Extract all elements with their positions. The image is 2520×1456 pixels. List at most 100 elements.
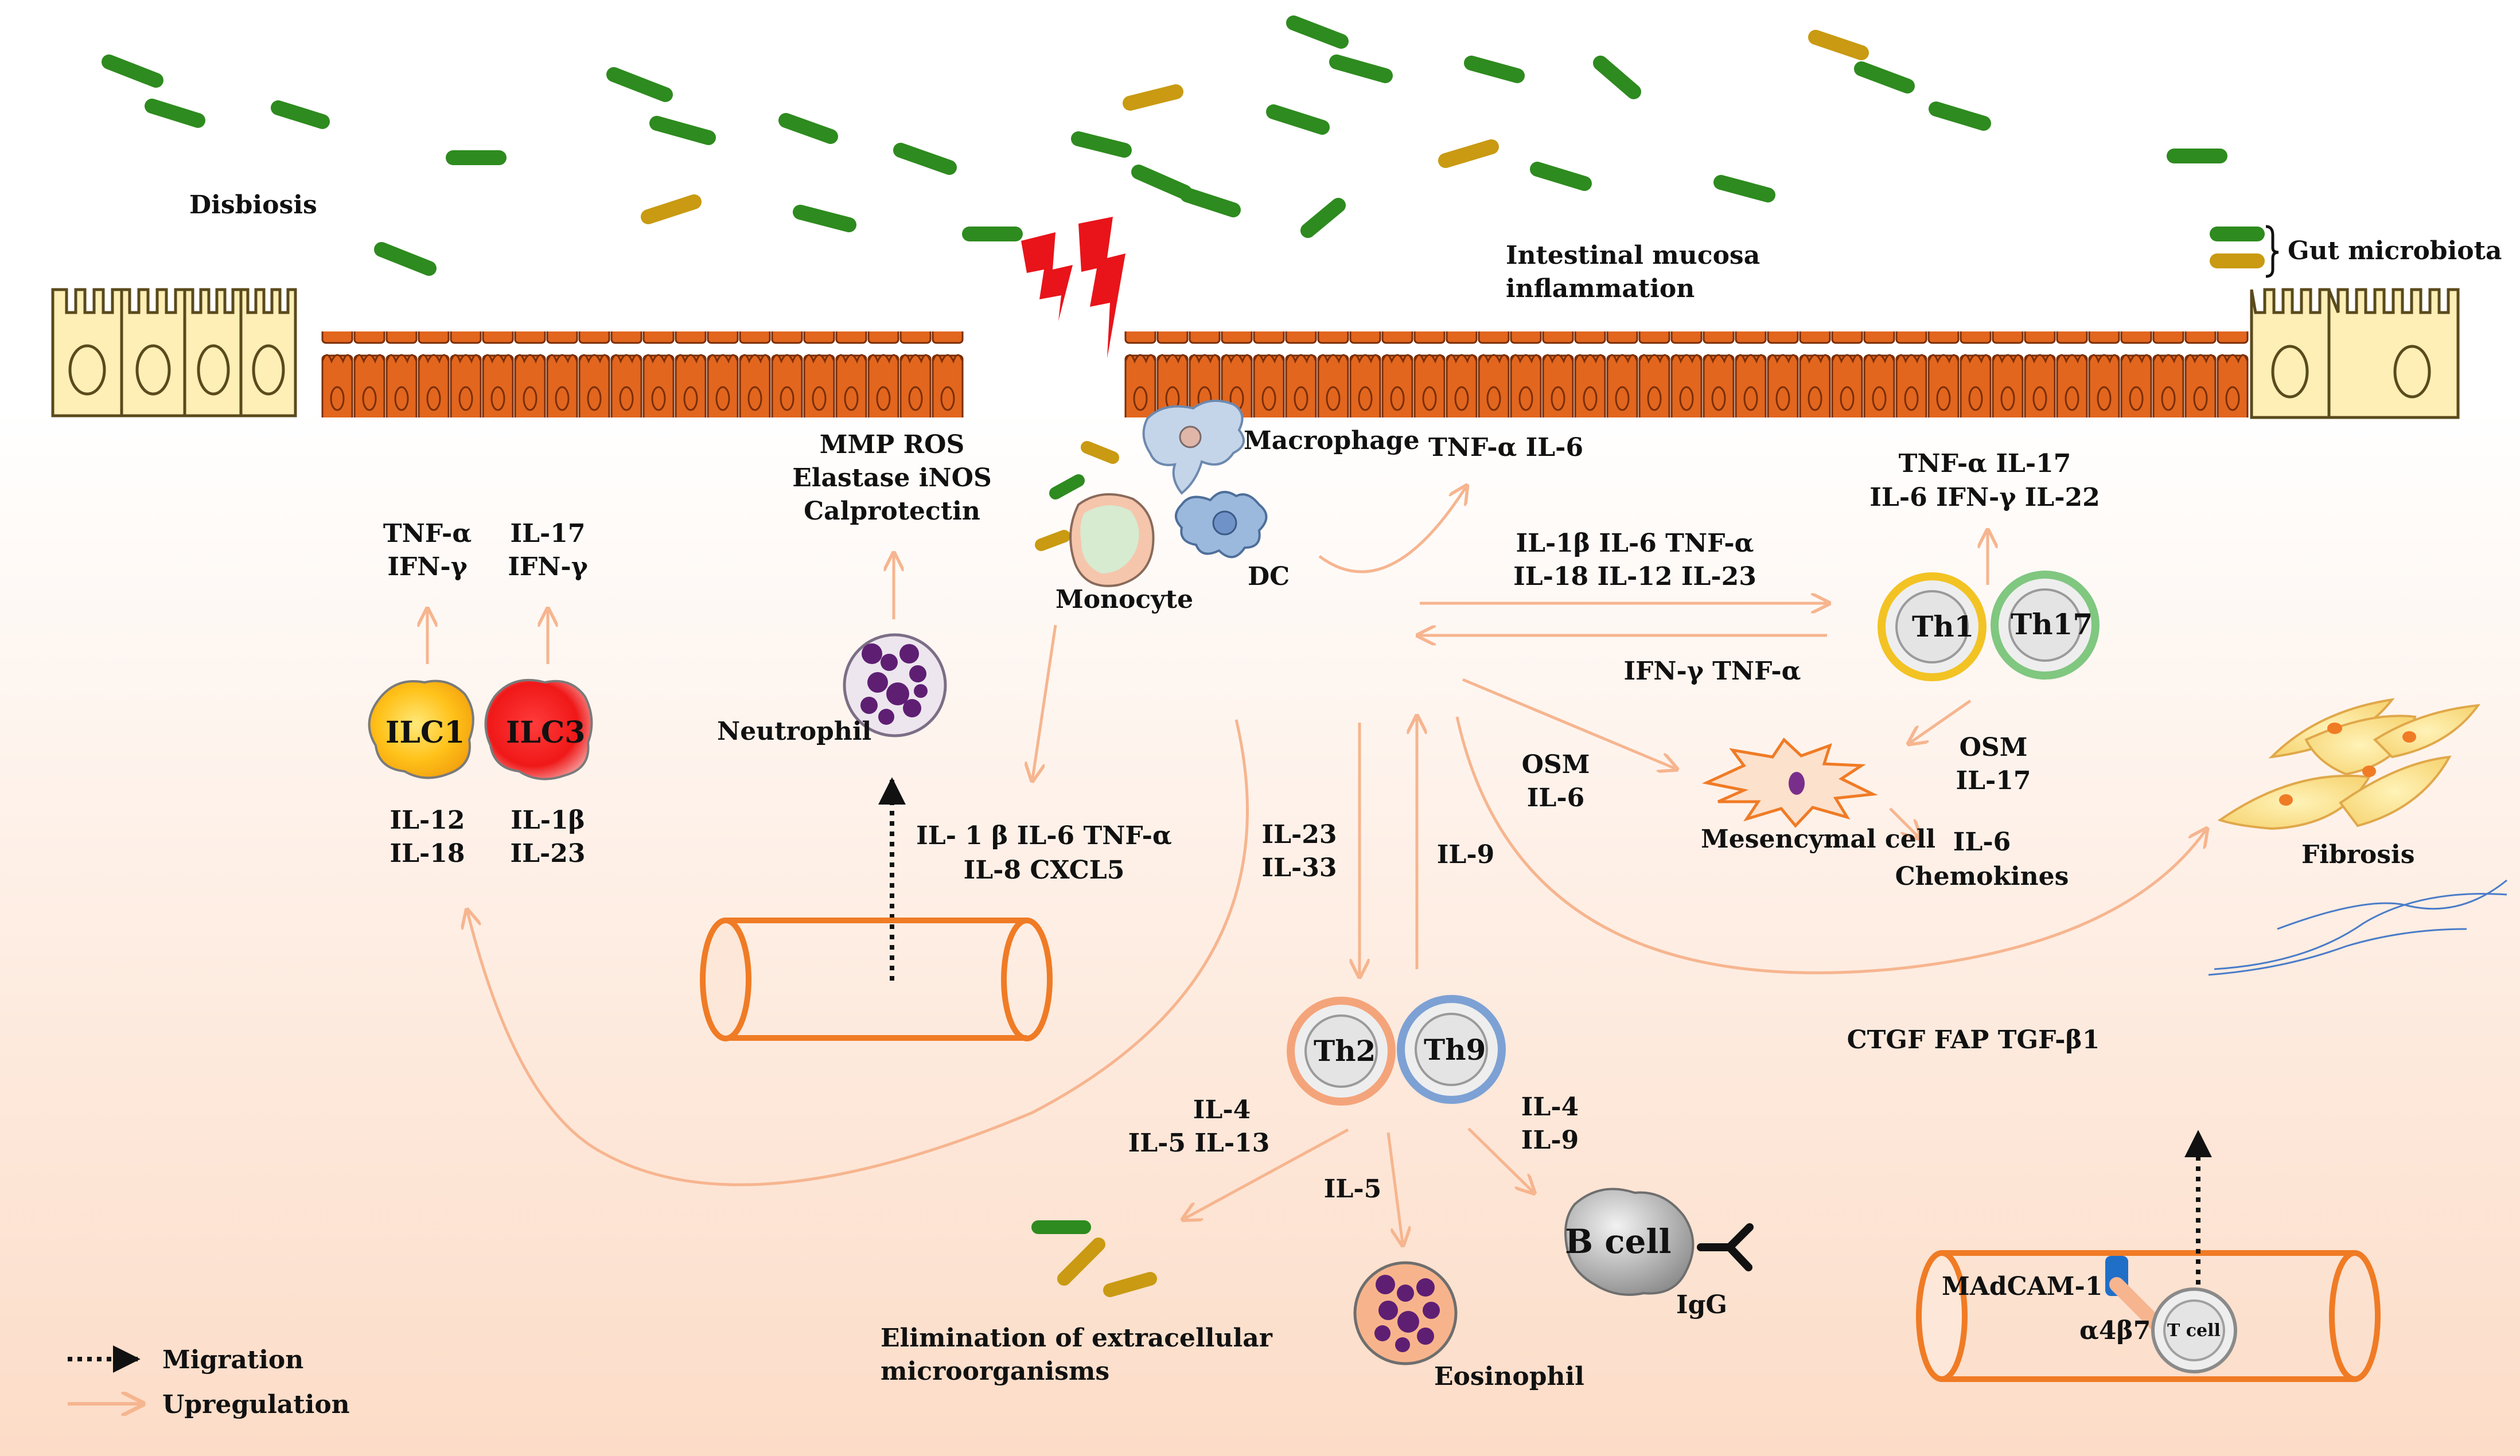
- arrow-loop-to-ilc: [468, 719, 1249, 1186]
- microbiota-bracket: [2265, 225, 2279, 278]
- arrow-th17-to-mes: [1910, 699, 1972, 743]
- eosinophil-label: Eosinophil: [1434, 1362, 1584, 1391]
- legend-migration-label: Migration: [162, 1345, 303, 1375]
- th9-cell: [1397, 995, 1506, 1104]
- ilc1-input-2: IL-18: [390, 839, 465, 868]
- elimination-text-1: Elimination of extracellular: [881, 1324, 1273, 1353]
- mediator-text-2: Elastase iNOS: [792, 463, 992, 493]
- mucosa-inflammation-label-1: Intestinal mucosa: [1506, 241, 1760, 270]
- dc-to-th-text-1: IL-1β IL-6 TNF-α: [1516, 529, 1754, 558]
- th9-label: Th9: [1424, 1033, 1486, 1067]
- lightning-icon: [1021, 217, 1125, 358]
- mesencymal-label: Mesencymal cell: [1701, 825, 1935, 854]
- monocyte-output-text-2: IL-8 CXCL5: [964, 856, 1125, 885]
- healthy-epithelium-left: [51, 288, 297, 417]
- arrow-th2-eosinophil: [1386, 1132, 1403, 1243]
- eosinophil-cell: [1353, 1261, 1458, 1365]
- fibrosis-label: Fibrosis: [2301, 840, 2415, 869]
- fibrosis-fibers: [2208, 879, 2507, 976]
- arrow-th9-bcell: [1467, 1127, 1533, 1192]
- th1-label: Th1: [1912, 610, 1974, 643]
- elimination-text-2: microorganisms: [881, 1357, 1109, 1386]
- igg-label: IgG: [1676, 1290, 1727, 1320]
- monocyte-output-text-1: IL- 1 β IL-6 TNF-α: [916, 821, 1172, 850]
- arrow-to-mesencymal: [1462, 678, 1675, 768]
- healthy-epithelium-right: [2250, 288, 2460, 419]
- osm-left-text-2: IL-6: [1527, 783, 1584, 813]
- elimination-bacteria: [1031, 1220, 1157, 1297]
- a4b7-label: α4β7: [2079, 1316, 2151, 1345]
- t-cell-label: T cell: [2167, 1321, 2221, 1341]
- ilc3-cell: [484, 678, 593, 780]
- mesencymal-cell: [1701, 737, 1878, 828]
- th9-output-text-1: IL-4: [1521, 1092, 1579, 1122]
- th-output-text-2: IL-6 IFN-γ IL-22: [1869, 483, 2100, 512]
- th2-output-text-1: IL-4: [1193, 1095, 1251, 1125]
- igg-antibody-icon: [1697, 1223, 1754, 1271]
- th1-cell: [1878, 572, 1987, 681]
- il5-text: IL-5: [1324, 1174, 1381, 1204]
- blood-vessel-left: [700, 918, 1053, 1041]
- th-feedback-text: IFN-γ TNF-α: [1623, 657, 1801, 686]
- ilc1-label: ILC1: [385, 715, 465, 750]
- legend: Migration Upregulation: [68, 1345, 350, 1419]
- monocyte-label: Monocyte: [1055, 585, 1193, 614]
- ilc3-product-1: IL-17: [510, 519, 585, 548]
- ilc3-label: ILC3: [506, 715, 585, 750]
- arrow-dc-to-tnf: [1318, 487, 1466, 573]
- ilc1-product-1: TNF-α: [383, 519, 472, 548]
- fibrosis-mediators-text: CTGF FAP TGF-β1: [1847, 1025, 2100, 1055]
- th9-output-text-2: IL-9: [1521, 1126, 1579, 1155]
- ilc1-input-1: IL-12: [390, 806, 465, 835]
- mes-output-text-1: IL-6: [1953, 827, 2011, 857]
- upregulation-arrows: [427, 487, 2206, 1243]
- dc-cell: [1175, 491, 1268, 559]
- il23-text-1: IL-23: [1261, 820, 1337, 849]
- legend-upregulation-label: Upregulation: [162, 1390, 350, 1419]
- arrow-th2-elimination: [1185, 1128, 1349, 1219]
- macrophage-label: Macrophage: [1244, 426, 1420, 455]
- th17-label: Th17: [2011, 607, 2093, 641]
- monocyte-cell: [1069, 493, 1155, 587]
- th2-output-text-2: IL-5 IL-13: [1128, 1129, 1270, 1158]
- ilc3-input-2: IL-23: [510, 839, 585, 868]
- ilc1-product-2: IFN-γ: [387, 552, 468, 581]
- il9-text: IL-9: [1437, 840, 1494, 869]
- b-cell-label: B cell: [1565, 1222, 1672, 1261]
- inflamed-epithelium-right: [1124, 331, 2249, 417]
- mucosa-inflammation-label-2: inflammation: [1506, 274, 1695, 303]
- dc-to-th-text-2: IL-18 IL-12 IL-23: [1513, 562, 1756, 591]
- madcam-receptor: [2105, 1256, 2164, 1332]
- mediator-text-3: Calprotectin: [804, 497, 980, 526]
- th-output-text-1: TNF-α IL-17: [1899, 449, 2071, 478]
- fibrosis-cells: [2217, 698, 2481, 830]
- madcam-label: MAdCAM-1: [1942, 1272, 2102, 1301]
- macrophage-output-text: TNF-α IL-6: [1428, 433, 1583, 462]
- arrow-mes-out: [1889, 807, 1919, 837]
- mes-output-text-2: Chemokines: [1895, 862, 2069, 891]
- cytokine-labels: MMP ROS Elastase iNOS Calprotectin TNF-α…: [383, 430, 2100, 1386]
- macrophage-cell: [1142, 399, 1245, 495]
- th17-cell: [1991, 571, 2100, 680]
- engulfed-bacteria: [1035, 441, 1119, 551]
- gut-bacteria: [102, 15, 2265, 276]
- inflamed-epithelium-left: [321, 331, 964, 417]
- ilc1-cell: [368, 680, 474, 779]
- gut-microbiota-label: Gut microbiota: [2288, 236, 2502, 266]
- neutrophil-label: Neutrophil: [717, 717, 871, 746]
- osm-right-text-2: IL-17: [1956, 766, 2031, 795]
- ilc3-product-2: IFN-γ: [508, 552, 588, 581]
- dc-label: DC: [1248, 562, 1290, 591]
- arrow-monocyte-down: [1033, 624, 1057, 779]
- mediator-text-1: MMP ROS: [820, 430, 964, 459]
- neutrophil-cell: [843, 633, 947, 737]
- arrow-to-fibrosis: [1455, 716, 2206, 974]
- b-cell: [1564, 1188, 1695, 1296]
- osm-left-text-1: OSM: [1522, 750, 1590, 779]
- t-cell: [2151, 1287, 2237, 1373]
- osm-right-text-1: OSM: [1960, 733, 2028, 762]
- blood-vessel-right: [1916, 1250, 2381, 1382]
- th2-label: Th2: [1314, 1034, 1376, 1068]
